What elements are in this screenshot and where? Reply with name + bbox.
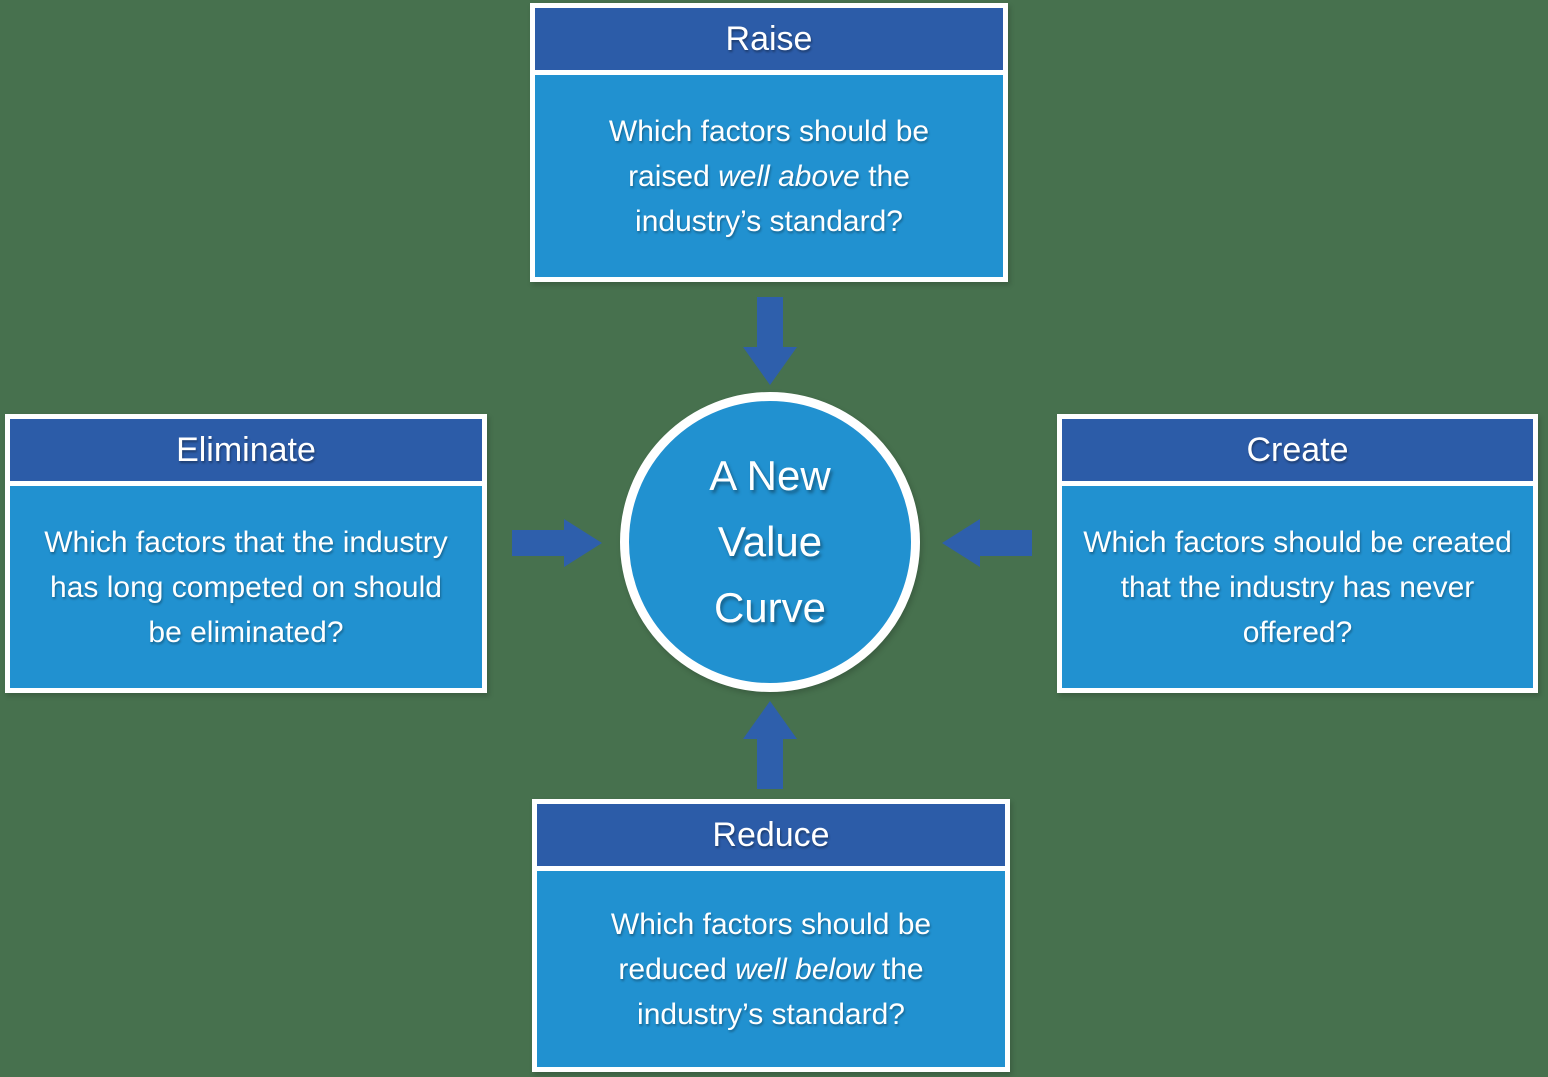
raise-card-text: Which factors should be raised well abov…	[608, 114, 930, 238]
create-card-title: Create	[1062, 419, 1533, 481]
reduce-card: Reduce Which factors should be reduced w…	[532, 799, 1010, 1072]
reduce-card-text: Which factors should be reduced well bel…	[610, 907, 932, 1031]
arrow-down-icon	[743, 297, 797, 385]
eliminate-card-text: Which factors that the industry has long…	[44, 525, 448, 649]
circle-line-2: Value	[717, 518, 823, 565]
new-value-curve-circle: A New Value Curve	[620, 392, 920, 692]
raise-card-title: Raise	[535, 8, 1003, 70]
eliminate-card-body: Which factors that the industry has long…	[10, 486, 482, 688]
eliminate-card: Eliminate Which factors that the industr…	[5, 414, 487, 693]
create-card: Create Which factors should be created t…	[1057, 414, 1538, 693]
eliminate-card-title: Eliminate	[10, 419, 482, 481]
reduce-card-title: Reduce	[537, 804, 1005, 866]
raise-card-body: Which factors should be raised well abov…	[535, 75, 1003, 277]
reduce-card-body: Which factors should be reduced well bel…	[537, 871, 1005, 1067]
arrow-up-icon	[743, 701, 797, 789]
create-card-body: Which factors should be created that the…	[1062, 486, 1533, 688]
create-card-text: Which factors should be created that the…	[1083, 525, 1512, 649]
circle-line-1: A New	[709, 452, 831, 499]
raise-card: Raise Which factors should be raised wel…	[530, 3, 1008, 282]
circle-line-3: Curve	[713, 584, 827, 631]
arrow-right-icon	[512, 519, 602, 567]
arrow-left-icon	[942, 519, 1032, 567]
